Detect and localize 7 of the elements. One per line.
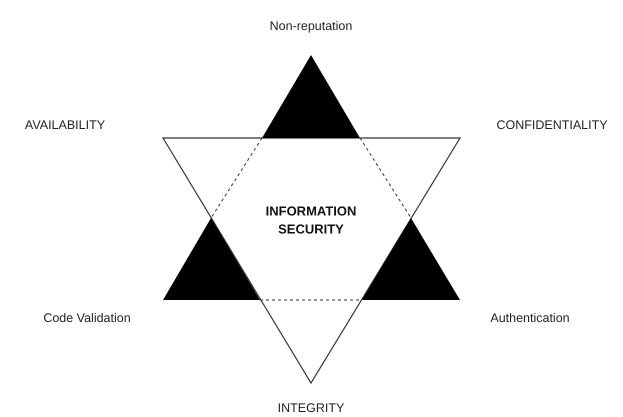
property-label: INTEGRITY [278,401,344,415]
center-label: INFORMATION SECURITY [241,202,381,238]
property-label: AVAILABILITY [24,118,106,132]
property-label: Non-reputation [270,19,352,33]
property-label: Code Validation [43,311,131,325]
property-label: Authentication [490,311,570,325]
property-label: CONFIDENTIALITY [496,118,608,132]
